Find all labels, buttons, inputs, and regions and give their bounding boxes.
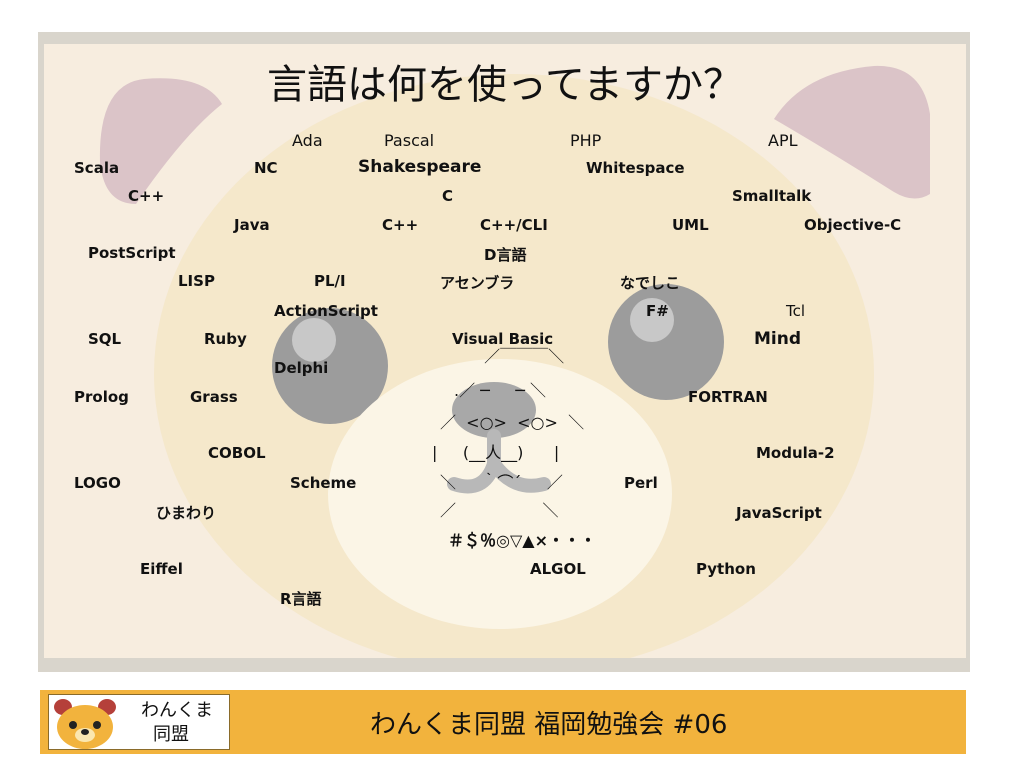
lang-ruby: Ruby [204,330,247,348]
lang-actionscript: ActionScript [274,302,378,320]
lang-pascal: Pascal [384,131,435,150]
left-eye-highlight [292,318,336,362]
lang-lisp: LISP [178,272,215,290]
lang-r: R言語 [280,590,322,608]
lang-scala: Scala [74,159,120,177]
ascii-art-line-4: | (__人__) | [432,443,560,462]
lang-prolog: Prolog [74,388,129,406]
ascii-art-line-3: ／ <○> <○> ＼ [440,413,585,432]
lang-postscript: PostScript [88,244,176,262]
lang-cobol: COBOL [208,444,266,462]
lang-himawari: ひまわり [156,504,217,522]
lang-nadeshiko: なでしこ [620,274,681,292]
lang-tcl: Tcl [786,302,806,320]
lang-php: PHP [570,131,602,150]
ascii-art-line-5: ＼ ｀⌒´ ／ [440,473,563,492]
lang-pli: PL/I [314,272,346,290]
lang-sql: SQL [88,330,122,348]
slide-title: 言語は何を使ってますか？ [267,62,743,108]
lang-nc: NC [254,159,278,177]
footer-text: わんくま同盟 福岡勉強会 #06 [370,710,728,740]
lang-mind: Mind [754,329,802,349]
lang-delphi: Delphi [274,359,329,377]
bear-muzzle [328,359,672,629]
lang-algol: ALGOL [530,560,586,578]
logo-text-line-2: 同盟 [153,724,189,745]
slide-panel: 言語は何を使ってますか？ Ada Pascal PHP APL Scala NC… [44,44,966,658]
ascii-art-line-6: ／ ＼ [440,501,559,520]
lang-perl: Perl [624,474,658,492]
lang-smalltalk: Smalltalk [732,187,812,205]
left-ear [99,78,222,204]
lang-logo: LOGO [74,474,121,492]
right-ear [774,65,930,199]
lang-ada: Ada [292,131,323,150]
lang-visual-basic: Visual Basic [452,330,554,348]
ascii-art-line-1: ／￣￣￣＼ [474,347,565,366]
lang-uml: UML [672,216,709,234]
lang-cpp-cli: C++/CLI [480,216,548,234]
lang-javascript: JavaScript [736,504,822,522]
lang-assembler: アセンブラ [440,274,515,292]
wankuma-logo: わんくま 同盟 [48,694,230,750]
lang-cpp-1: C++ [128,187,165,205]
lang-shakespeare: Shakespeare [358,157,482,177]
lang-scheme: Scheme [290,474,357,492]
lang-d: D言語 [484,246,527,264]
bear-face-background [99,65,930,658]
ascii-art-symbols: ＃＄％◎▽▲×・・・ [448,531,596,550]
bear-nose [452,382,536,438]
lang-java: Java [234,216,270,234]
lang-fortran: FORTRAN [688,388,768,406]
bear-mouth [447,429,551,494]
lang-apl: APL [768,131,798,150]
lang-cpp-2: C++ [382,216,419,234]
right-eye-highlight [630,298,674,342]
lang-fsharp: F# [646,302,669,320]
lang-modula-2: Modula-2 [756,444,835,462]
lang-python: Python [696,560,756,578]
ascii-art-line-2: .／ ─ ─ ＼ [454,381,546,400]
bear-logo-icon [54,699,116,749]
logo-text-line-1: わんくま [141,700,213,721]
lang-c: C [442,187,454,205]
lang-grass: Grass [190,388,238,406]
lang-whitespace: Whitespace [586,159,685,177]
lang-eiffel: Eiffel [140,560,183,578]
lang-objective-c: Objective-C [804,216,902,234]
